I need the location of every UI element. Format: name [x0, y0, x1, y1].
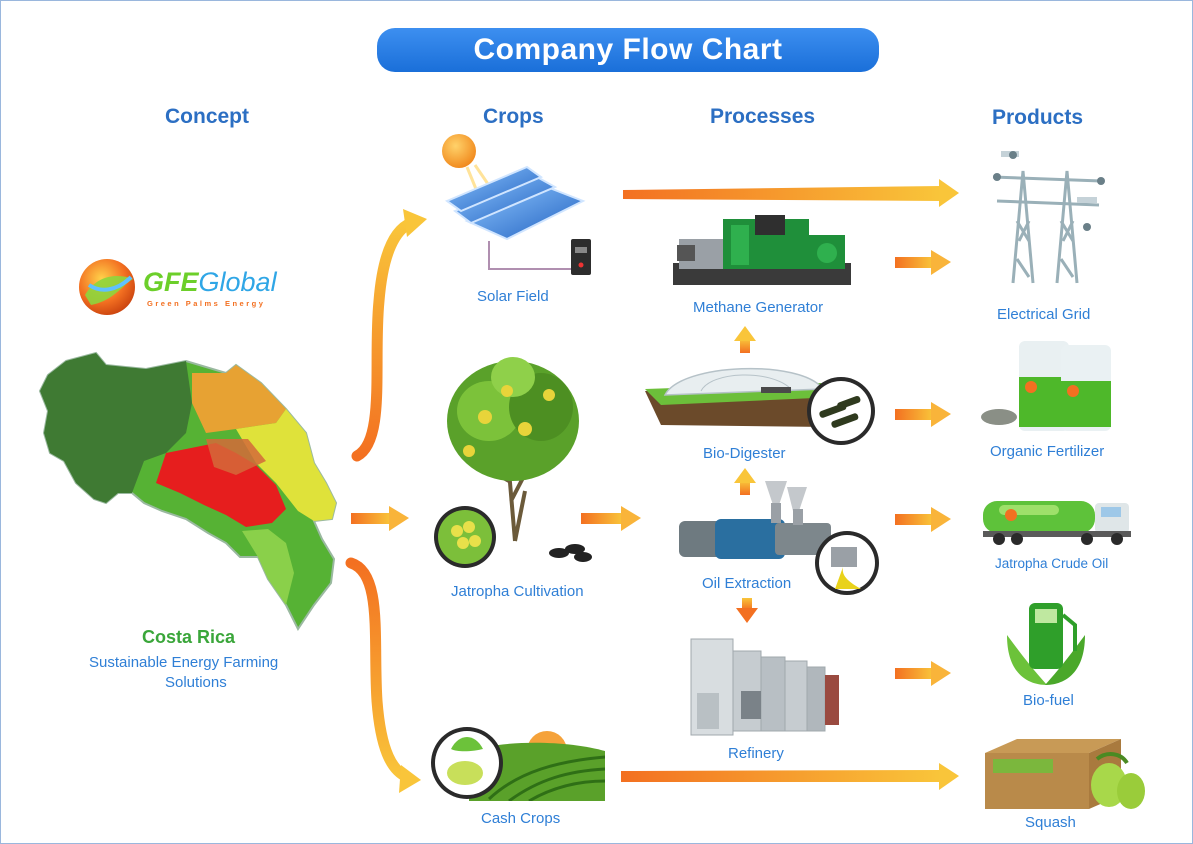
- process-bio-digester-label: Bio-Digester: [703, 445, 786, 462]
- crop-solar-field-label: Solar Field: [477, 288, 549, 305]
- product-electrical-grid-label: Electrical Grid: [997, 306, 1091, 323]
- column-header-crops: Crops: [483, 105, 544, 128]
- product-organic-fertilizer-label: Organic Fertilizer: [990, 443, 1105, 460]
- arrow-solar-to-grid: [623, 179, 959, 207]
- arrow-methane-to-grid: [895, 250, 951, 275]
- arrow-digester-to-fertilizer: [895, 402, 951, 427]
- process-oil-extraction-label: Oil Extraction: [702, 575, 792, 592]
- biofuel-pump-illustration: [999, 595, 1093, 687]
- concept-subtitle-line1: Sustainable Energy Farming: [89, 654, 279, 671]
- column-header-concept: Concept: [165, 105, 249, 128]
- costa-rica-map: [36, 343, 356, 633]
- concept-subtitle-line2: Solutions: [165, 674, 227, 691]
- country-name: Costa Rica: [142, 627, 236, 647]
- logo-wordmark-gfe: GFE: [143, 267, 199, 297]
- arrow-concept-to-jatropha: [351, 506, 409, 531]
- process-refinery-label: Refinery: [728, 745, 784, 762]
- arrow-digester-to-methane: [734, 326, 756, 353]
- page-title: Company Flow Chart: [377, 28, 879, 72]
- column-header-processes: Processes: [710, 105, 816, 128]
- arrow-oil-to-refinery: [736, 598, 758, 623]
- logo-tagline: Green Palms Energy: [147, 299, 266, 308]
- refinery-illustration: [687, 631, 847, 741]
- arrow-concept-to-cash-crops: [345, 557, 421, 793]
- crude-oil-tanker-illustration: [977, 491, 1137, 551]
- arrow-refinery-to-biofuel: [895, 661, 951, 686]
- logo-wordmark: GFEGlobal: [143, 267, 277, 298]
- arrow-oil-to-digester: [734, 468, 756, 495]
- arrow-jatropha-to-oil: [581, 506, 641, 531]
- squash-box-illustration: [981, 733, 1149, 811]
- oil-extraction-illustration: [675, 477, 885, 595]
- jatropha-tree-illustration: [429, 351, 597, 576]
- arrow-concept-to-solar: [351, 209, 427, 462]
- logo-wordmark-global: Global: [198, 267, 277, 297]
- electrical-grid-illustration: [983, 141, 1113, 287]
- product-crude-oil-label: Jatropha Crude Oil: [995, 556, 1109, 571]
- organic-fertilizer-illustration: [979, 337, 1115, 437]
- product-biofuel-label: Bio-fuel: [1023, 692, 1074, 709]
- bio-digester-illustration: [641, 359, 881, 445]
- process-methane-generator-label: Methane Generator: [693, 299, 824, 316]
- solar-field-illustration: [437, 131, 597, 281]
- crop-cash-crops-label: Cash Crops: [481, 810, 561, 827]
- gfe-global-logo: GFEGlobal Green Palms Energy: [77, 255, 287, 319]
- crop-jatropha-label: Jatropha Cultivation: [451, 583, 584, 600]
- cash-crops-illustration: [429, 721, 605, 801]
- arrow-cash-to-squash: [621, 763, 959, 790]
- product-squash-label: Squash: [1025, 814, 1076, 831]
- column-header-products: Products: [992, 106, 1084, 129]
- methane-generator-illustration: [669, 209, 855, 295]
- arrow-oil-to-crude: [895, 507, 951, 532]
